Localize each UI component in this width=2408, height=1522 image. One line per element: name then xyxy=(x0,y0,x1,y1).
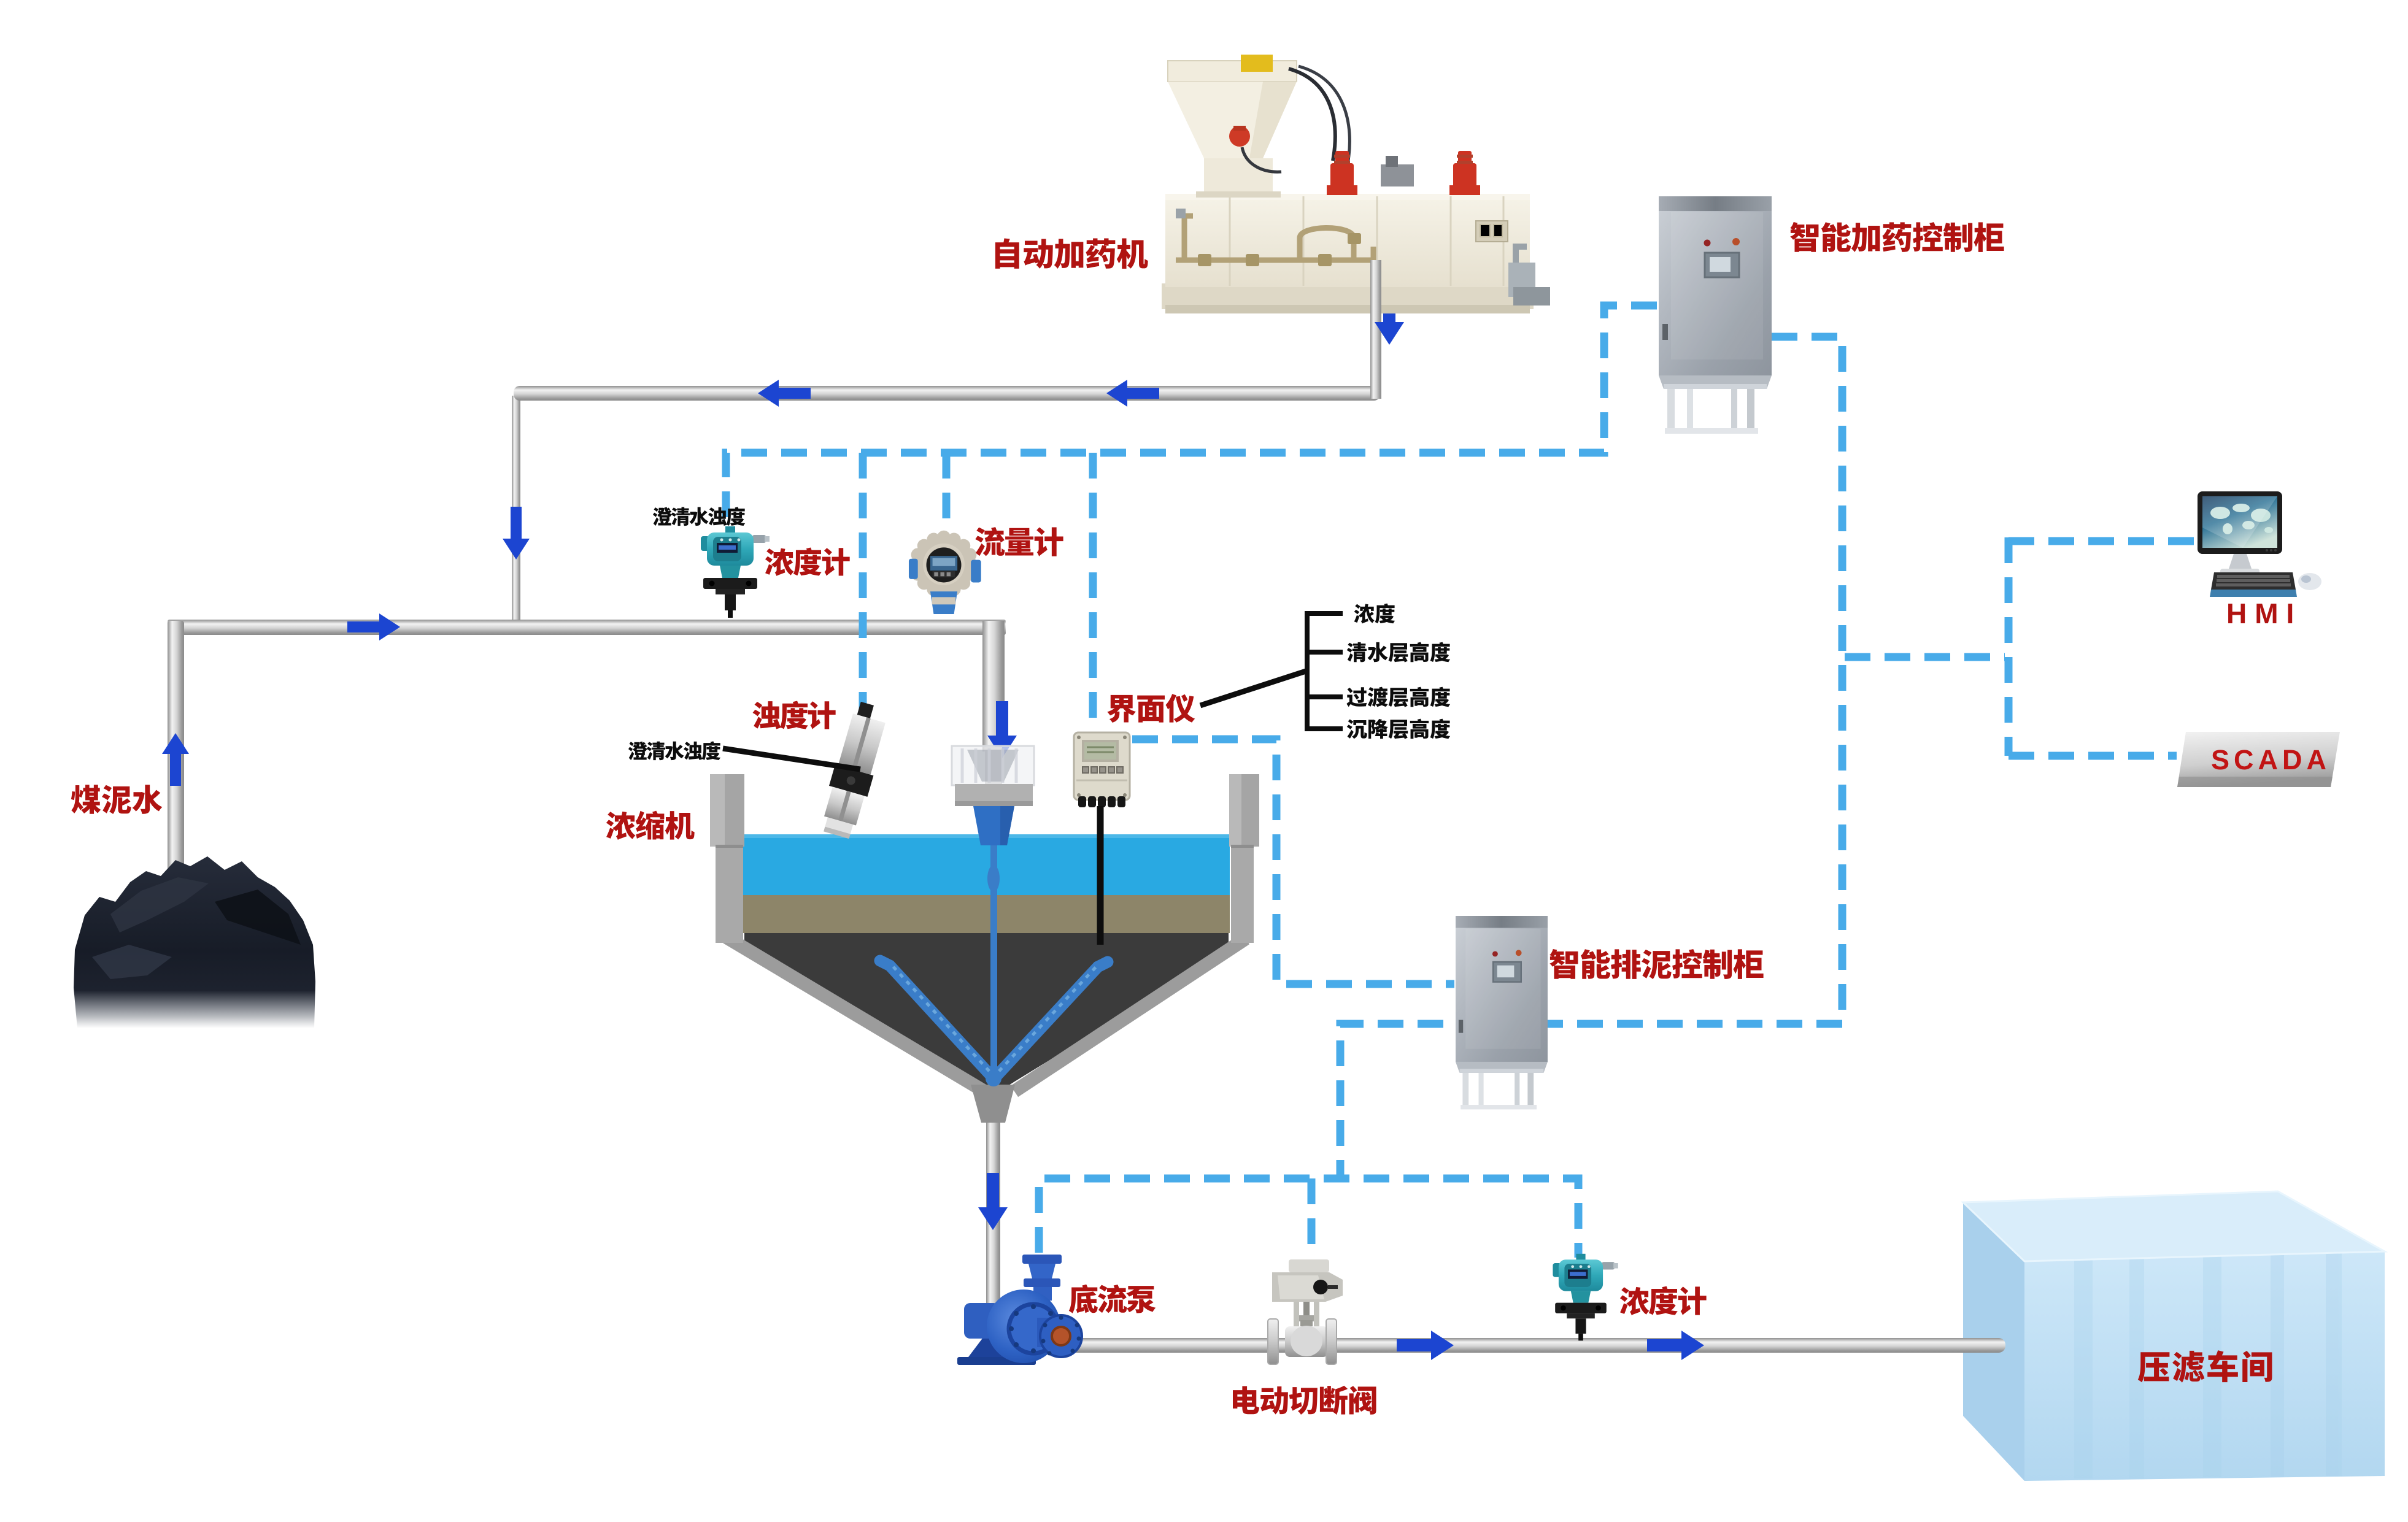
svg-text:HMI: HMI xyxy=(2226,598,2302,629)
svg-text:SCADA: SCADA xyxy=(2211,744,2331,775)
